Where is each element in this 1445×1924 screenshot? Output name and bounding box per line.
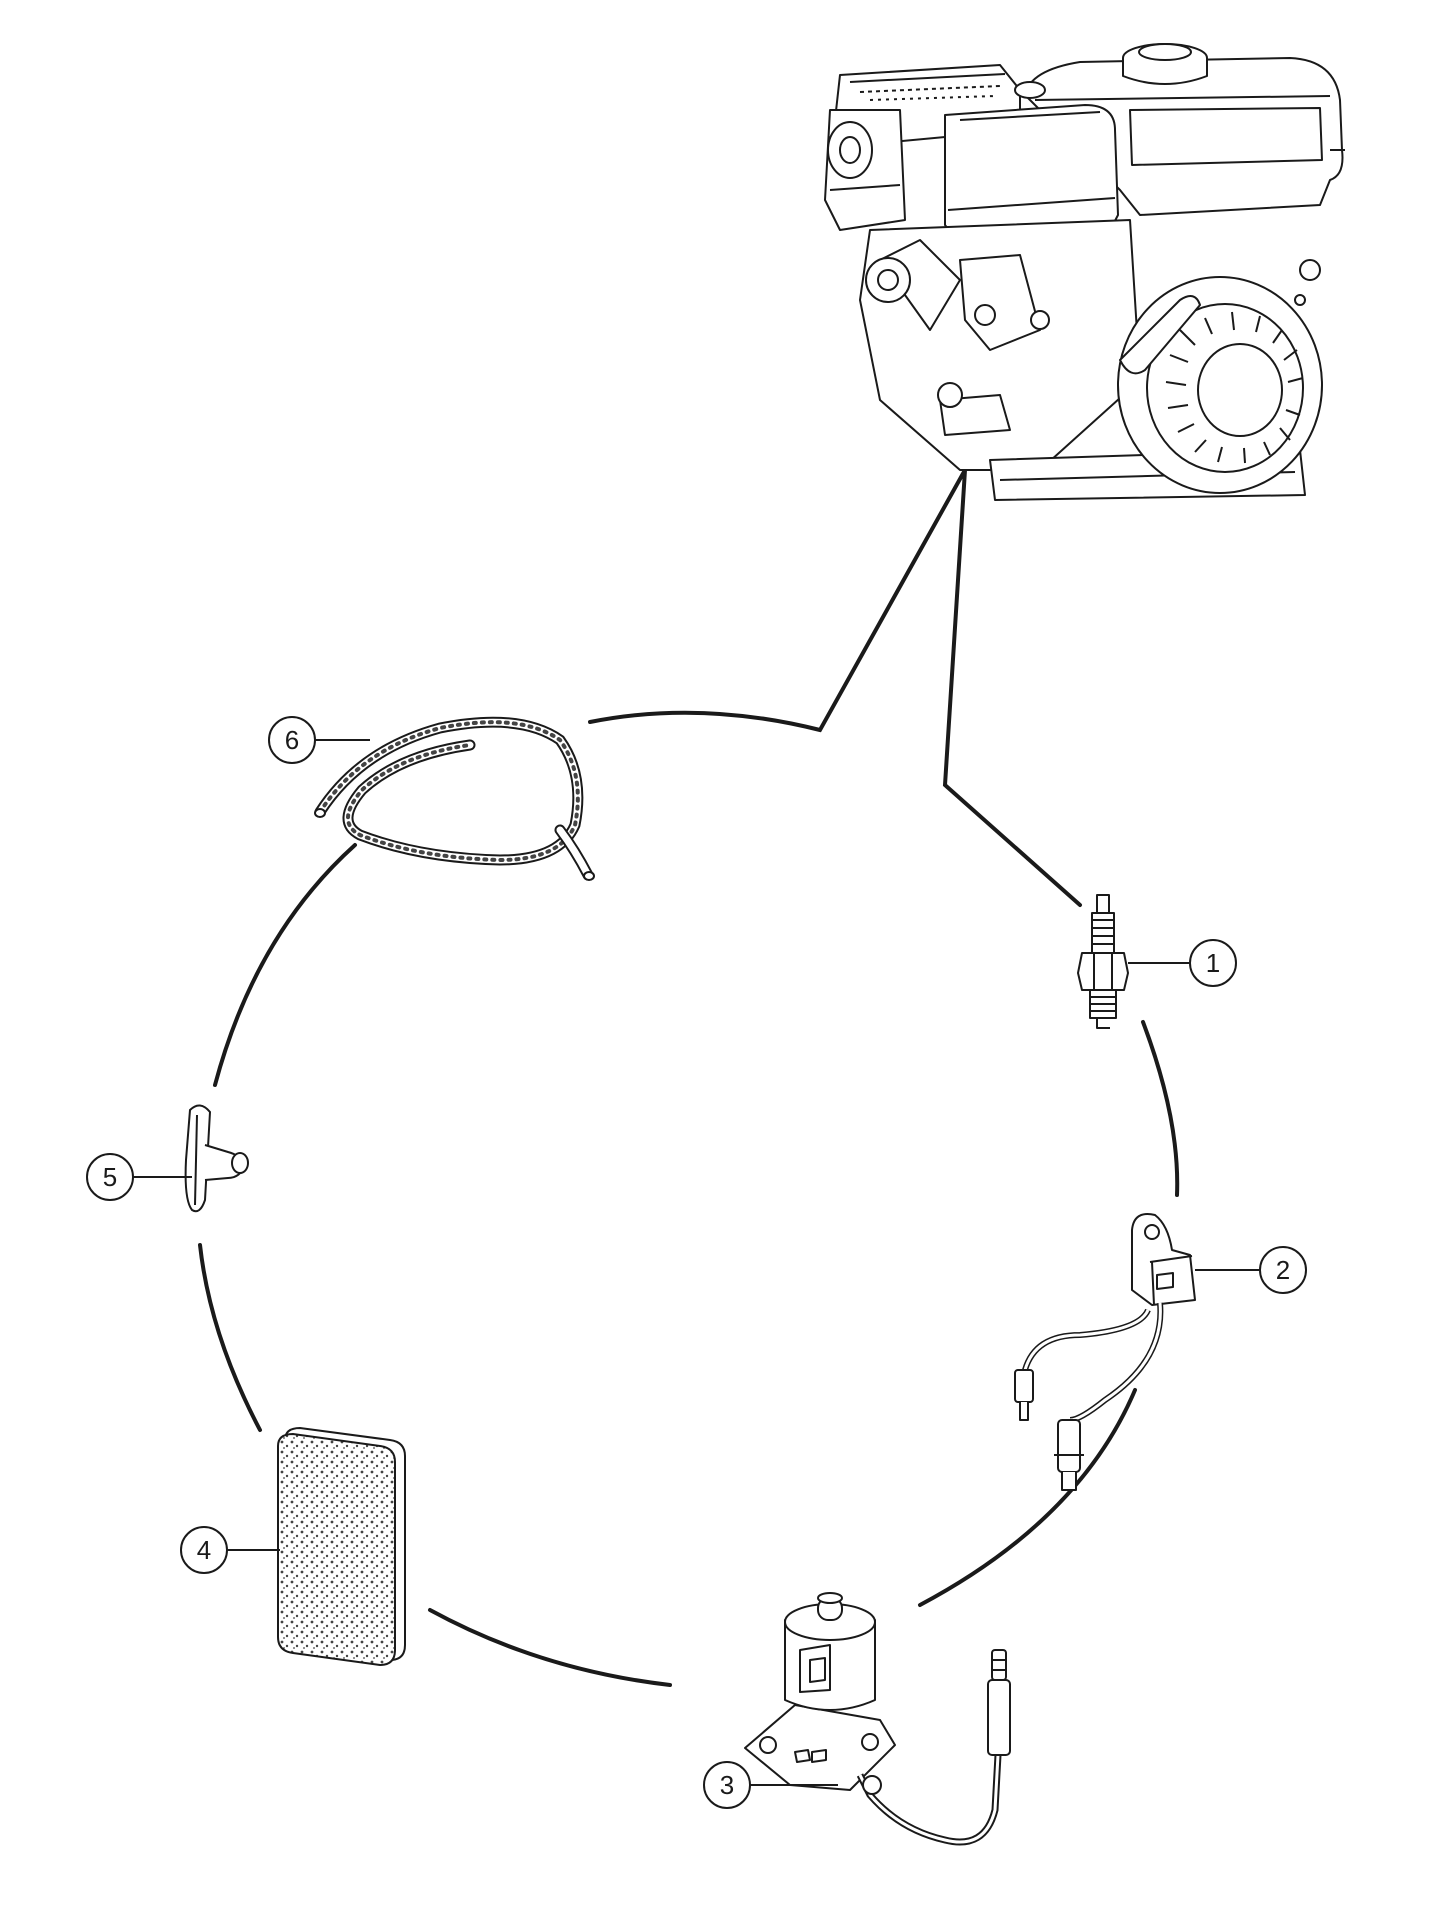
callout-label: 5 (103, 1162, 117, 1192)
callout-circle (703, 1761, 751, 1809)
callout-leaders (133, 739, 1260, 1786)
arc-3-to-2 (918, 1388, 1137, 1607)
callout-label: 4 (197, 1535, 211, 1565)
oil-sensor-illustration (744, 1592, 1011, 1846)
starter-handle-illustration (184, 1104, 249, 1213)
callout-3: 3 (703, 1761, 751, 1809)
callout-5: 5 (86, 1153, 134, 1201)
callout-circle (180, 1526, 228, 1574)
arc-2-to-1 (1141, 1020, 1180, 1197)
connector-lines (198, 469, 1180, 1687)
arc-5-to-4 (198, 1243, 262, 1432)
engine-illustration (824, 43, 1345, 501)
callout-circle (1189, 939, 1237, 987)
callout-2: 2 (1259, 1246, 1307, 1294)
arc-6-to-5 (213, 843, 357, 1087)
starter-rope-illustration (314, 716, 595, 881)
callout-circle (1259, 1246, 1307, 1294)
air-filter-element-illustration (277, 1426, 406, 1667)
callout-circle (86, 1153, 134, 1201)
arc-4-to-3 (428, 1608, 672, 1687)
callout-label: 2 (1276, 1255, 1290, 1285)
ignition-coil-illustration (1014, 1213, 1196, 1491)
callout-4: 4 (180, 1526, 228, 1574)
callout-label: 6 (285, 725, 299, 755)
callout-label: 1 (1206, 948, 1220, 978)
spark-plug-illustration (1077, 894, 1129, 1029)
callout-label: 3 (720, 1770, 734, 1800)
callout-6: 6 (268, 716, 316, 764)
callout-circle (268, 716, 316, 764)
callout-1: 1 (1189, 939, 1237, 987)
engine-pointer-line (588, 469, 1082, 907)
